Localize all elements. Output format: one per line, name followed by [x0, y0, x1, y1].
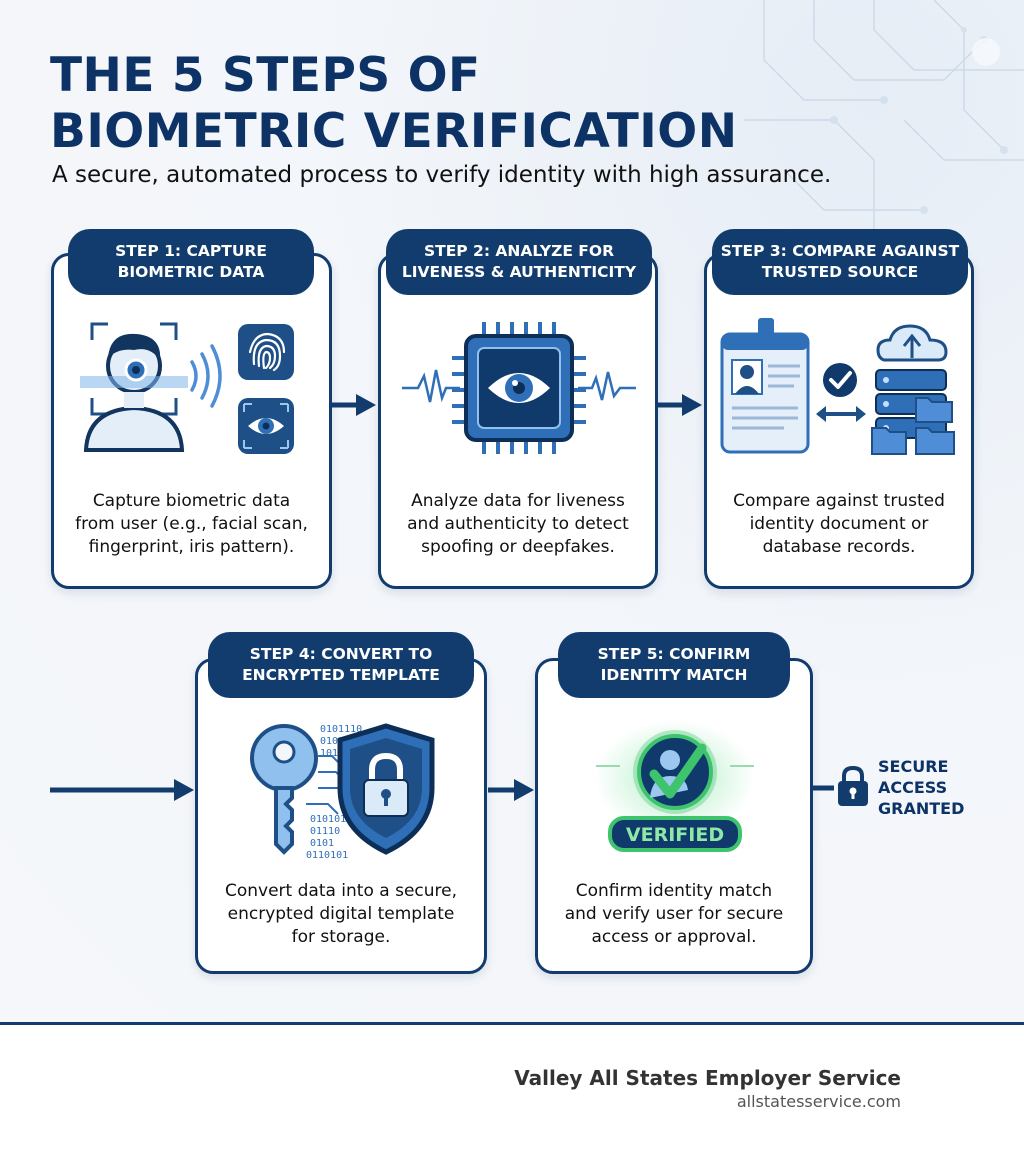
svg-text:01010110: 01010110: [310, 814, 358, 825]
cloud-upload-icon: [876, 324, 948, 362]
ai-chip-eye-icon: [402, 322, 636, 454]
company-name: Valley All States Employer Service: [514, 1066, 901, 1090]
padlock-icon: [812, 765, 868, 806]
step-4-illustration: 0101110 01010 10110 01010110 01110 0101 …: [250, 723, 435, 858]
verified-user-icon: [633, 730, 717, 814]
eye-icon: [238, 398, 294, 454]
shield-lock-icon: [337, 723, 435, 855]
flow-arrow-3: [50, 779, 194, 801]
page-title: THE 5 STEPS OF BIOMETRIC VERIFICATION: [50, 48, 738, 159]
circuit-decoration: [744, 0, 1024, 240]
svg-text:0101110: 0101110: [320, 724, 362, 735]
step-3-illustration: [720, 318, 955, 455]
binary-data: 0101110 01010 10110 01010110 01110 0101 …: [306, 724, 362, 858]
step-5-illustration: VERIFIED: [595, 720, 755, 852]
verified-badge: VERIFIED: [608, 816, 742, 852]
step-1-illustration: [80, 322, 294, 454]
step-4-description: Convert data into a secure,encrypted dig…: [224, 881, 458, 947]
id-card-icon: [720, 318, 810, 454]
checkmark-icon: [823, 363, 857, 397]
svg-text:10110: 10110: [320, 748, 350, 759]
fingerprint-icon: [238, 324, 294, 380]
company-website: allstatesservice.com: [736, 1092, 901, 1111]
face-scan-icon: [80, 322, 222, 452]
svg-text:01010: 01010: [320, 736, 350, 747]
svg-text:VERIFIED: VERIFIED: [626, 824, 724, 846]
page-subtitle: A secure, automated process to verify id…: [52, 162, 832, 188]
key-icon: [250, 724, 318, 855]
flow-arrow-1: [332, 394, 376, 416]
svg-text:0101: 0101: [310, 838, 334, 849]
step-2-illustration: [402, 322, 636, 454]
folder-icon: [871, 397, 955, 455]
svg-text:0110101: 0110101: [306, 850, 348, 858]
footer: [0, 1022, 1024, 1154]
double-arrow-icon: [816, 406, 866, 422]
svg-text:01110: 01110: [310, 826, 340, 837]
flow-arrow-2: [658, 394, 702, 416]
step-4-card: [195, 658, 487, 974]
flow-arrow-4: [488, 779, 534, 801]
